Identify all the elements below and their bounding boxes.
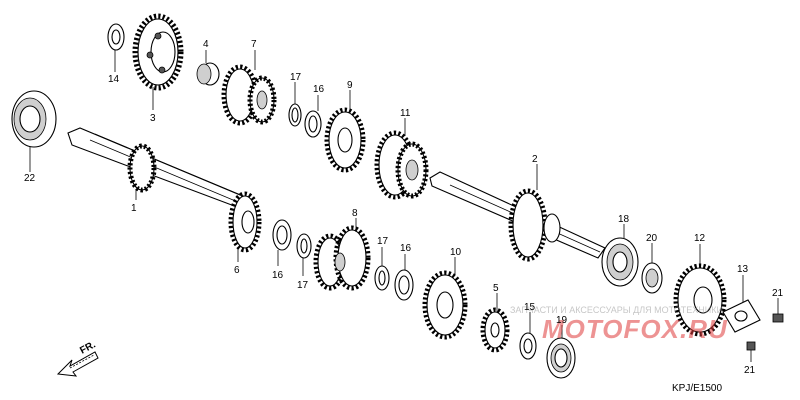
watermark-tagline: ЗАПЧАСТИ И АКСЕССУАРЫ ДЛЯ МОТОТЕХНИКИ: [510, 305, 723, 315]
part-20-seal: [641, 243, 663, 294]
callout-17-mid: 17: [297, 280, 309, 291]
callout-5: 5: [493, 283, 499, 294]
part-13-fixing-plate: [722, 275, 761, 333]
callout-19: 19: [556, 315, 568, 326]
callout-18: 18: [618, 214, 630, 225]
part-7-gear: [221, 50, 277, 126]
part-4-bushing: [196, 50, 220, 86]
part-21-bolt-upper: [772, 298, 784, 323]
part-17-snap-ring-lower: [374, 247, 390, 291]
part-17-snap-ring: [288, 82, 302, 127]
callout-9: 9: [347, 80, 353, 91]
callout-16-top: 16: [313, 84, 325, 95]
part-16-washer-lower: [394, 254, 414, 301]
part-3-gear: [132, 13, 184, 110]
watermark: ЗАПЧАСТИ И АКСЕССУАРЫ ДЛЯ МОТОТЕХНИКИ MO…: [510, 305, 728, 344]
callout-12: 12: [694, 233, 706, 244]
callout-8: 8: [352, 208, 358, 219]
part-8-gear: [313, 218, 371, 291]
part-15-washer: [519, 312, 537, 360]
callout-22: 22: [24, 173, 36, 184]
callout-4: 4: [203, 39, 209, 50]
part-16-washer: [304, 95, 322, 138]
callout-6: 6: [234, 265, 240, 276]
part-17-snap-ring-mid: [296, 233, 312, 276]
callout-2: 2: [532, 154, 538, 165]
part-19-bearing: [546, 325, 576, 379]
part-6-gear: [228, 191, 262, 262]
callout-16-lower: 16: [400, 243, 412, 254]
front-direction-arrow: FR.: [56, 339, 99, 377]
watermark-site: MOTOFOX.RU: [542, 314, 728, 344]
callout-21-upper: 21: [772, 288, 784, 299]
part-1-mainshaft: [67, 127, 253, 211]
callout-21-lower: 21: [744, 365, 756, 376]
part-18-bearing: [601, 224, 639, 287]
callout-16-mid: 16: [272, 270, 284, 281]
callout-10: 10: [450, 247, 462, 258]
part-10-gear: [422, 257, 468, 340]
diagram-code: KPJ/E1500: [672, 383, 722, 394]
part-14-washer: [107, 23, 125, 72]
part-16-washer-mid: [272, 219, 292, 266]
callout-20: 20: [646, 233, 658, 244]
callout-1: 1: [131, 203, 137, 214]
part-2-countershaft: [429, 164, 606, 262]
callout-3: 3: [150, 113, 156, 124]
callout-15: 15: [524, 302, 536, 313]
callout-17-top: 17: [290, 72, 302, 83]
callout-7: 7: [251, 39, 257, 50]
part-21-bolt-lower: [746, 341, 756, 362]
callout-17-lower: 17: [377, 236, 389, 247]
part-11-gear: [374, 118, 429, 200]
callouts: 22 14 3 4 7 17 16 9 11 1 2 6 16 17 8 17 …: [24, 39, 784, 376]
callout-11: 11: [400, 108, 411, 119]
part-12-sprocket: [673, 244, 727, 337]
callout-14: 14: [108, 74, 120, 85]
part-22-bearing: [11, 90, 57, 172]
part-5-gear: [480, 293, 510, 353]
callout-13: 13: [737, 264, 749, 275]
part-9-gear: [324, 90, 366, 173]
